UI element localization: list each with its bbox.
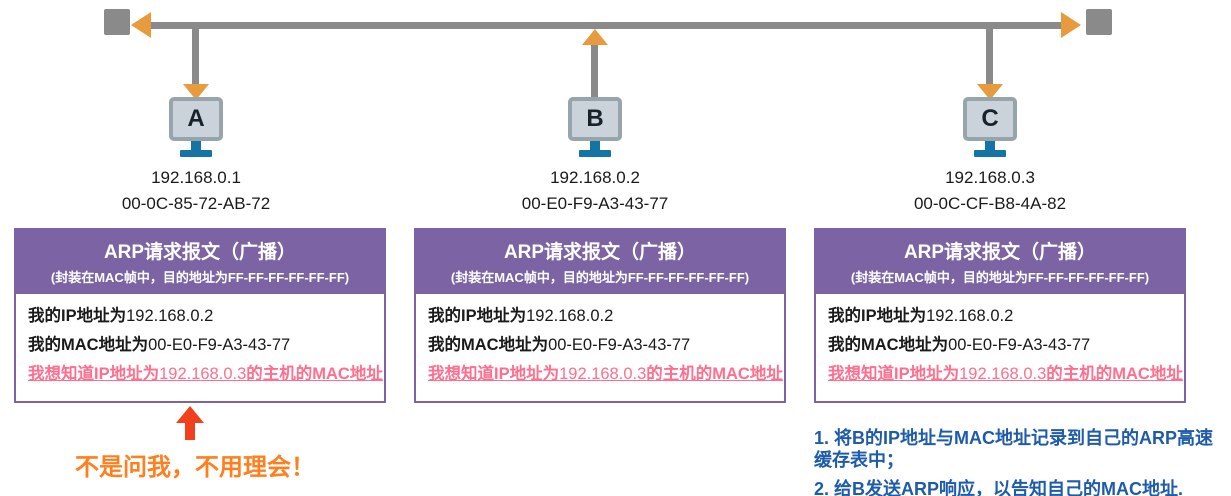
bus-endpoint-left — [104, 9, 130, 35]
computer-icon: A — [169, 97, 223, 157]
question-ip: 192.168.0.3 — [959, 365, 1047, 383]
line-label: 我的IP地址为 — [28, 307, 127, 325]
connector-host-a — [183, 29, 209, 100]
host-c-step-2: 2. 给B发送ARP响应，以告知自己的MAC地址. — [814, 479, 1184, 496]
monitor-stand — [590, 141, 600, 150]
arrow-shaft — [185, 423, 195, 440]
host-mac-address: 00-0C-CF-B8-4A-82 — [913, 194, 1067, 213]
monitor-stand-base — [974, 150, 1006, 157]
question-suffix: 的主机的MAC地址 — [246, 365, 383, 383]
arrow-down-icon — [183, 84, 209, 100]
host-b: B 192.168.0.2 00-E0-F9-A3-43-77 — [495, 97, 695, 214]
host-c-step-1: 1. 将B的IP地址与MAC地址记录到自己的ARP高速缓存表中； — [814, 428, 1214, 470]
packet-title: ARP请求报文（广播） — [103, 242, 297, 263]
monitor-stand-base — [180, 150, 212, 157]
monitor-screen: B — [568, 97, 622, 141]
connector-host-b — [582, 29, 608, 100]
line-label: 我的MAC地址为 — [428, 336, 549, 354]
connector-line — [986, 29, 993, 84]
arrow-head — [176, 406, 204, 423]
packet-subtitle: (封装在MAC帧中，目的地址为FF-FF-FF-FF-FF-FF) — [450, 270, 750, 285]
packet-line-sender-mac: 我的MAC地址为00-E0-F9-A3-43-77 — [828, 331, 1172, 360]
computer-icon: C — [963, 97, 1017, 157]
line-label: 我的MAC地址为 — [28, 336, 149, 354]
arrow-down-icon — [977, 84, 1003, 100]
bus-line — [150, 22, 1062, 29]
connector-line — [591, 45, 598, 100]
question-ip: 192.168.0.3 — [559, 365, 647, 383]
host-letter: B — [586, 105, 604, 132]
line-label: 我的IP地址为 — [828, 307, 927, 325]
question-ip: 192.168.0.3 — [159, 365, 247, 383]
packet-line-question: 我想知道IP地址为192.168.0.3的主机的MAC地址 — [828, 360, 1183, 389]
host-c-action-steps: 1. 将B的IP地址与MAC地址记录到自己的ARP高速缓存表中； 2. 给B发送… — [814, 427, 1228, 496]
line-value: 192.168.0.2 — [926, 307, 1014, 325]
monitor-stand — [985, 141, 995, 150]
host-ip-address: 192.168.0.2 — [550, 168, 640, 187]
line-value: 192.168.0.2 — [526, 307, 614, 325]
packet-title: ARP请求报文（广播） — [903, 242, 1097, 263]
line-label: 我的MAC地址为 — [828, 336, 949, 354]
host-a: A 192.168.0.1 00-0C-85-72-AB-72 — [96, 97, 296, 214]
computer-icon: B — [568, 97, 622, 157]
question-prefix: 我想知道IP地址为 — [28, 365, 160, 383]
question-prefix: 我想知道IP地址为 — [828, 365, 960, 383]
packet-line-sender-mac: 我的MAC地址为00-E0-F9-A3-43-77 — [28, 331, 372, 360]
question-prefix: 我想知道IP地址为 — [428, 365, 560, 383]
packet-line-sender-mac: 我的MAC地址为00-E0-F9-A3-43-77 — [428, 331, 772, 360]
packet-body: 我的IP地址为192.168.0.2 我的MAC地址为00-E0-F9-A3-4… — [816, 294, 1184, 401]
monitor-stand-base — [579, 150, 611, 157]
packet-line-question: 我想知道IP地址为192.168.0.3的主机的MAC地址 — [28, 360, 383, 389]
host-mac-address: 00-E0-F9-A3-43-77 — [521, 194, 669, 213]
packet-header: ARP请求报文（广播） (封装在MAC帧中，目的地址为FF-FF-FF-FF-F… — [416, 230, 784, 294]
packet-body: 我的IP地址为192.168.0.2 我的MAC地址为00-E0-F9-A3-4… — [16, 294, 384, 401]
packet-body: 我的IP地址为192.168.0.2 我的MAC地址为00-E0-F9-A3-4… — [416, 294, 784, 401]
bus-arrow-left-icon — [131, 12, 151, 38]
bus-endpoint-right — [1086, 9, 1112, 35]
bus-arrow-right-icon — [1061, 12, 1081, 38]
line-value: 00-E0-F9-A3-43-77 — [948, 336, 1091, 354]
host-mac-address: 00-0C-85-72-AB-72 — [121, 194, 271, 213]
host-c: C 192.168.0.3 00-0C-CF-B8-4A-82 — [890, 97, 1090, 214]
arp-request-box-host-a: ARP请求报文（广播） (封装在MAC帧中，目的地址为FF-FF-FF-FF-F… — [14, 228, 386, 403]
host-ip-address: 192.168.0.3 — [945, 168, 1035, 187]
connector-line — [192, 29, 199, 84]
line-label: 我的IP地址为 — [428, 307, 527, 325]
packet-header: ARP请求报文（广播） (封装在MAC帧中，目的地址为FF-FF-FF-FF-F… — [816, 230, 1184, 294]
packet-title: ARP请求报文（广播） — [503, 242, 697, 263]
packet-subtitle: (封装在MAC帧中，目的地址为FF-FF-FF-FF-FF-FF) — [50, 270, 350, 285]
packet-header: ARP请求报文（广播） (封装在MAC帧中，目的地址为FF-FF-FF-FF-F… — [16, 230, 384, 294]
monitor-screen: C — [963, 97, 1017, 141]
host-letter: C — [981, 105, 999, 132]
host-a-ignore-note: 不是问我，不用理会！ — [75, 454, 315, 481]
question-suffix: 的主机的MAC地址 — [1046, 365, 1183, 383]
connector-host-c — [977, 29, 1003, 100]
host-letter: A — [187, 105, 205, 132]
arrow-up-icon — [582, 29, 608, 45]
packet-line-sender-ip: 我的IP地址为192.168.0.2 — [28, 302, 372, 331]
line-value: 00-E0-F9-A3-43-77 — [548, 336, 691, 354]
packet-subtitle: (封装在MAC帧中，目的地址为FF-FF-FF-FF-FF-FF) — [850, 270, 1150, 285]
packet-line-sender-ip: 我的IP地址为192.168.0.2 — [828, 302, 1172, 331]
line-value: 00-E0-F9-A3-43-77 — [148, 336, 291, 354]
packet-line-sender-ip: 我的IP地址为192.168.0.2 — [428, 302, 772, 331]
monitor-stand — [191, 141, 201, 150]
pointer-up-arrow-icon — [176, 406, 204, 440]
packet-line-question: 我想知道IP地址为192.168.0.3的主机的MAC地址 — [428, 360, 783, 389]
question-suffix: 的主机的MAC地址 — [646, 365, 783, 383]
host-ip-address: 192.168.0.1 — [151, 168, 241, 187]
line-value: 192.168.0.2 — [126, 307, 214, 325]
arp-request-box-host-b: ARP请求报文（广播） (封装在MAC帧中，目的地址为FF-FF-FF-FF-F… — [414, 228, 786, 403]
monitor-screen: A — [169, 97, 223, 141]
arp-request-box-host-c: ARP请求报文（广播） (封装在MAC帧中，目的地址为FF-FF-FF-FF-F… — [814, 228, 1186, 403]
